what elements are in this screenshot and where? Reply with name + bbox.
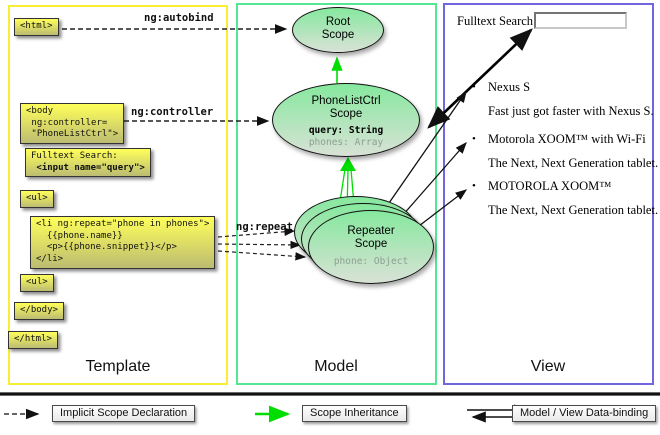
phonelistctrl-scope-title: PhoneListCtrl Scope [311,95,381,121]
code-html-close: </html> [8,331,58,349]
root-scope-title: Root Scope [321,16,355,42]
bullet-icon: • [472,133,476,145]
view-panel [443,3,654,385]
code-ul-open: <ul> [20,190,54,208]
label-ng-autobind: ng:autobind [144,12,214,24]
phonelistctrl-scope-ellipse: PhoneListCtrl Scope query: String phones… [272,83,420,157]
phonelistctrl-phones-prop: phones: Array [308,137,384,149]
view-item-title: MOTOROLA XOOM™ [488,179,612,193]
template-panel-label: Template [85,358,151,375]
code-li-repeat: <li ng:repeat="phone in phones"> {{phone… [30,216,216,269]
view-search-input[interactable] [534,12,627,29]
repeater-scope-ellipse: Repeater Scope phone: Object [308,210,434,284]
repeater-phone-prop: phone: Object [333,256,409,268]
label-ng-controller: ng:controller [131,106,214,118]
root-scope-ellipse: Root Scope [292,7,384,53]
code-ul-close: <ul> [20,274,54,292]
model-panel-label: Model [314,358,358,375]
code-fulltext-search: Fulltext Search: <input name="query"> [25,148,151,178]
view-item-desc: The Next, Next Generation tablet. [488,203,659,217]
label-ng-repeat: ng:repeat [236,221,293,233]
view-item-title: Motorola XOOM™ with Wi-Fi [488,132,646,146]
view-item-desc: Fast just got faster with Nexus S. [488,104,654,118]
code-body-open: <body ng:controller= "PhoneListCtrl"> [20,103,125,145]
phonelistctrl-query-prop: query: String [308,125,384,137]
legend-model-view-databinding: Model / View Data-binding [512,405,657,422]
view-panel-label: View [530,358,566,375]
code-fulltext-input: <input name="query"> [31,162,145,173]
view-item-title: Nexus S [488,80,531,94]
code-fulltext-label: Fulltext Search: [31,151,118,161]
bullet-icon: • [472,180,476,192]
repeater-scope-title: Repeater Scope [347,225,395,251]
code-body-close: </body> [14,302,64,320]
bullet-icon: • [472,81,476,93]
legend-implicit-scope-declaration: Implicit Scope Declaration [52,405,196,422]
model-panel [236,3,437,385]
legend-scope-inheritance: Scope Inheritance [302,405,407,422]
view-item-desc: The Next, Next Generation tablet. [488,156,659,170]
view-search-label: Fulltext Search: [457,14,537,28]
code-html-open: <html> [14,18,59,36]
